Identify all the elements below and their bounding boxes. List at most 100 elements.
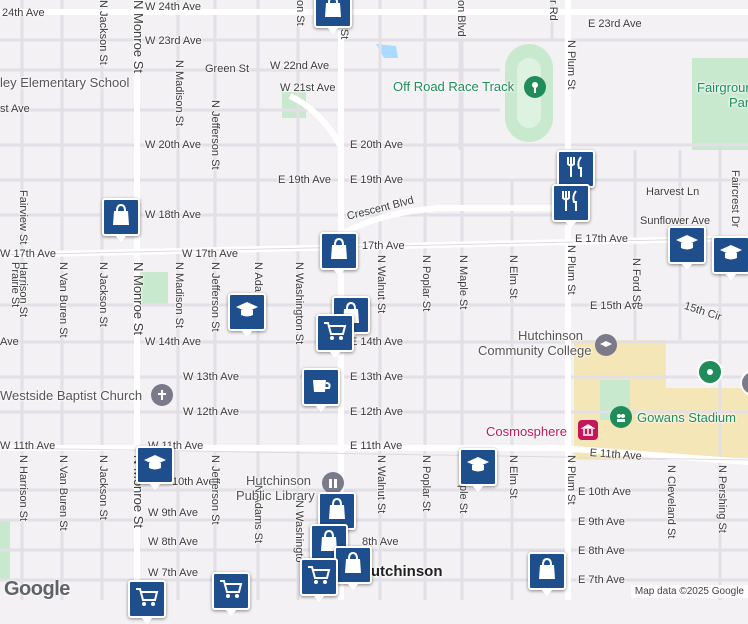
- restaurant-icon: [558, 188, 584, 219]
- label-n-washington-st: N Washington St: [293, 262, 305, 345]
- poi-fairgrounds[interactable]: Fairgroun: [697, 80, 748, 95]
- school-icon: [718, 240, 744, 271]
- poi-library-1[interactable]: Hutchinson: [246, 473, 312, 488]
- google-logo[interactable]: Google: [4, 578, 70, 600]
- label-n-plum-st-3: N Plum St: [565, 455, 577, 505]
- label-w20th-ave: W 20th Ave: [145, 139, 202, 151]
- label-w17th-ave: W 17th Ave: [0, 248, 57, 260]
- marker-shopping-w18[interactable]: [102, 198, 140, 242]
- label-n-plum-st: N Plum St: [565, 40, 577, 90]
- label-e17th-ave: E 17th Ave: [575, 233, 629, 245]
- poi-westside-baptist-church[interactable]: Westside Baptist Church: [0, 388, 143, 403]
- marker-shopping-main-c[interactable]: [334, 546, 372, 590]
- poi-fairgrounds-park[interactable]: Park: [729, 95, 748, 110]
- museum-icon[interactable]: [578, 420, 598, 440]
- poi-off-road-race-track[interactable]: Off Road Race Track: [393, 79, 515, 94]
- stadium-icon[interactable]: [610, 406, 632, 428]
- marker-cart-main[interactable]: [300, 558, 338, 602]
- label-n-walnut-st: N Walnut St: [375, 255, 387, 314]
- label-e20th-ave: E 20th Ave: [350, 139, 404, 151]
- label-on-blvd: on Blvd: [455, 0, 467, 37]
- label-w23rd-ave: W 23rd Ave: [145, 35, 202, 47]
- label-e13th-ave: E 13th Ave: [350, 371, 404, 383]
- marker-shopping-e17[interactable]: [320, 232, 358, 276]
- marker-shopping-7th[interactable]: [528, 552, 566, 596]
- label-sunflower-ave: Sunflower Ave: [640, 215, 711, 227]
- poi-cosmosphere[interactable]: Cosmosphere: [486, 424, 567, 439]
- poi-gowans-stadium[interactable]: Gowans Stadium: [637, 410, 736, 425]
- shopping-bag-icon: [340, 550, 366, 581]
- marker-restaurant-18[interactable]: [552, 184, 590, 228]
- label-w9th-ave: W 9th Ave: [148, 507, 198, 519]
- cafe-icon: [308, 372, 334, 403]
- label-w11th-ave: W 11th Ave: [0, 440, 56, 452]
- school-icon: [142, 450, 168, 481]
- restaurant-icon: [563, 154, 589, 185]
- shopping-bag-icon: [326, 236, 352, 267]
- church-icon[interactable]: [151, 384, 173, 406]
- city-label-hutchinson: Hutchinson: [360, 563, 443, 580]
- marker-restaurant-19[interactable]: [557, 150, 595, 194]
- label-st-ave: st Ave: [0, 103, 30, 115]
- school-icon: [234, 297, 260, 328]
- label-w17th-ave-b: W 17th Ave: [182, 248, 239, 260]
- label-n-poplar-st-2: N Poplar St: [420, 455, 432, 512]
- label-on-st: on St: [294, 0, 306, 26]
- marker-school-e17[interactable]: [668, 226, 706, 270]
- college-icon[interactable]: [595, 334, 617, 356]
- racetrack-icon[interactable]: [524, 76, 546, 98]
- label-n-ford-st: N Ford St: [630, 258, 642, 306]
- label-w21st-ave: W 21st Ave: [280, 82, 336, 94]
- label-e14th-ave: E 14th Ave: [350, 336, 404, 348]
- shopping-cart-icon: [306, 562, 332, 593]
- label-w22nd-ave: W 22nd Ave: [270, 60, 330, 72]
- label-w13th-ave: W 13th Ave: [183, 371, 240, 383]
- poi-hutchinson-cc-2[interactable]: Community College: [478, 343, 592, 358]
- label-w8th-ave: W 8th Ave: [148, 536, 198, 548]
- poi-hutchinson-cc-1[interactable]: Hutchinson: [518, 328, 584, 343]
- marker-top[interactable]: [314, 0, 352, 34]
- marker-cart-adams[interactable]: [212, 572, 250, 616]
- label-r-rd: r Rd: [547, 0, 559, 21]
- marker-school-monroe[interactable]: [136, 446, 174, 490]
- label-w14th-ave: W 14th Ave: [145, 336, 202, 348]
- label-n-plum-st-2: N Plum St: [565, 245, 577, 295]
- label-n-van-buren-st-2: N Van Buren St: [57, 455, 69, 531]
- poi-library-2[interactable]: Public Library: [236, 488, 315, 503]
- label-n-monroe-st-2: N Monroe St: [131, 262, 146, 335]
- label-e19th-ave-b: E 19th Ave: [350, 174, 404, 186]
- marker-school-adams[interactable]: [228, 293, 266, 337]
- shopping-bag-icon: [320, 0, 346, 25]
- marker-school-e17b[interactable]: [712, 236, 748, 280]
- marker-cart-monroe[interactable]: [128, 580, 166, 624]
- marker-cart-14[interactable]: [316, 314, 354, 358]
- shopping-bag-icon: [316, 528, 342, 559]
- label-e15th-ave: E 15th Ave: [590, 300, 644, 312]
- label-n-van-buren-st: N Van Buren St: [57, 262, 69, 338]
- label-n-jefferson-st-3: N Jefferson St: [209, 455, 221, 525]
- label-fairview-st: Fairview St: [17, 190, 29, 245]
- shopping-bag-icon: [108, 202, 134, 233]
- map-attribution[interactable]: Map data ©2025 Google: [630, 585, 748, 598]
- label-w18th-ave: W 18th Ave: [145, 209, 202, 221]
- stadium-area: [666, 388, 748, 458]
- label-e12th-ave: E 12th Ave: [350, 406, 404, 418]
- label-n-elm-st: N Elm St: [507, 255, 519, 299]
- marker-school-maple[interactable]: [459, 448, 497, 492]
- label-w11th-ave-b: W 11th Ave: [148, 440, 204, 452]
- poi-elementary-school[interactable]: ley Elementary School: [0, 75, 130, 90]
- label-e7th-ave: E 7th Ave: [578, 574, 625, 586]
- label-e23rd-ave: E 23rd Ave: [588, 18, 642, 30]
- label-n-jefferson-st: N Jefferson St: [209, 100, 221, 170]
- label-faircrest-dr: Faircrest Dr: [729, 170, 741, 228]
- label-harvest-ln: Harvest Ln: [646, 186, 700, 198]
- park-pin-icon[interactable]: [697, 359, 723, 385]
- library-icon[interactable]: [322, 472, 344, 494]
- label-n-maple-st: N Maple St: [457, 255, 469, 310]
- school-icon: [465, 452, 491, 483]
- marker-cafe-13[interactable]: [302, 368, 340, 412]
- label-n-jackson-st-3: N Jackson St: [97, 455, 109, 520]
- label-e11th-ave: E 11th Ave: [350, 440, 403, 452]
- label-24th-ave: 24th Ave: [2, 7, 45, 19]
- label-10th-ave: 10th Ave: [172, 476, 215, 488]
